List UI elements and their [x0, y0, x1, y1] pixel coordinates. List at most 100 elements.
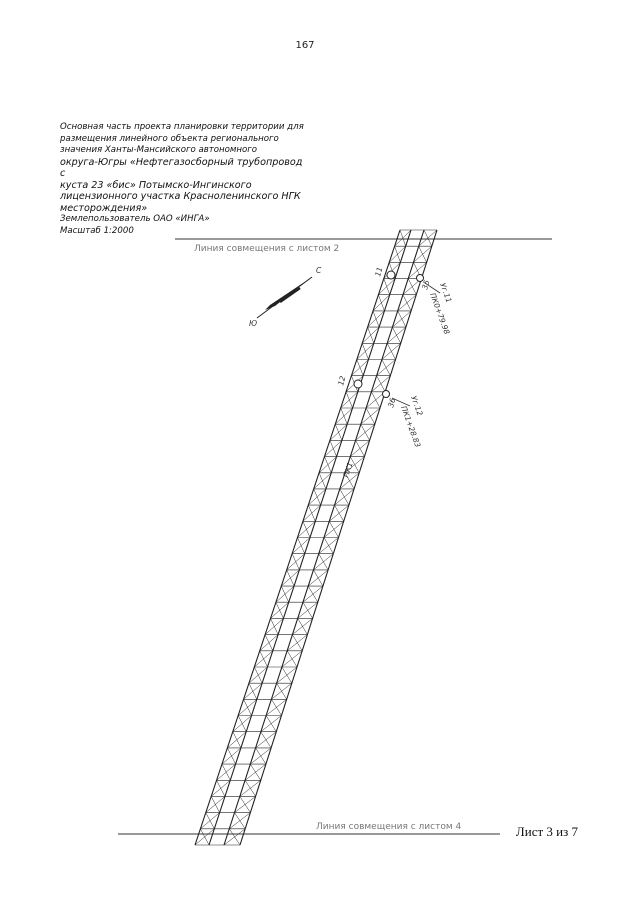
- corridor-diagonal-line: [351, 359, 369, 376]
- corridor-diagonal-line: [238, 699, 257, 716]
- corridor-diagonal-line: [281, 569, 300, 587]
- corridor-diagonal-line: [367, 310, 385, 328]
- corridor-diagonal-line: [302, 585, 324, 603]
- corridor-diagonal-line: [255, 731, 277, 749]
- corridor-diagonal-line: [297, 602, 318, 619]
- title-line: размещения линейного объекта регионально…: [60, 133, 279, 144]
- corridor-diagonal-line: [211, 780, 231, 797]
- corridor-diagonal-line: [408, 262, 427, 279]
- corridor-diagonal-line: [205, 796, 226, 813]
- pipeline-corridor: [194, 229, 438, 846]
- corridor-diagonal-line: [229, 812, 251, 829]
- corridor-diagonal-line: [250, 747, 272, 765]
- point-label-35: 35: [420, 279, 431, 291]
- corridor-diagonal-line: [223, 828, 246, 846]
- corridor-diagonal-line: [234, 796, 256, 813]
- corridor-diagonal-line: [254, 650, 273, 668]
- corridor-diagonal-line: [362, 326, 380, 344]
- title-line: значения Ханты-Мансийского автономного: [60, 145, 258, 155]
- corridor-diagonal-line: [389, 246, 406, 263]
- corridor-diagonal-line: [227, 731, 247, 749]
- title-line: месторождения»: [60, 202, 148, 214]
- corridor-diagonal-line: [302, 504, 321, 522]
- corridor-diagonal-line: [355, 424, 375, 441]
- corridor-diagonal-line: [281, 650, 303, 668]
- corridor-diagonal-line: [371, 375, 391, 392]
- corridor-diagonal-line: [248, 666, 268, 684]
- corridor-diagonal-line: [271, 683, 292, 700]
- corridor-diagonal-line: [313, 553, 334, 571]
- point-label-36: 36: [386, 397, 397, 409]
- point-marker-36: [382, 390, 390, 398]
- title-line: Основная часть проекта планировки террит…: [60, 122, 304, 132]
- corridor-diagonal-line: [340, 391, 358, 409]
- page-number: 167: [295, 40, 315, 51]
- corridor-diagonal-line: [260, 715, 282, 732]
- corridor-diagonal-line: [418, 229, 438, 247]
- scale-text: Масштаб 1:2000: [60, 225, 134, 236]
- corridor-diagonal-line: [397, 294, 417, 312]
- corridor-diagonal-line: [297, 521, 316, 538]
- corridor-diagonal-line: [275, 585, 295, 603]
- corridor-diagonal-line: [329, 504, 350, 522]
- corridor-diagonal-line: [239, 780, 261, 797]
- corridor-diagonal-line: [356, 343, 374, 360]
- corridor-diagonal-line: [334, 488, 355, 506]
- sheet-label: Лист 3 из 7: [515, 824, 578, 839]
- landuser-text: Землепользователь ОАО «ИНГА»: [60, 214, 210, 224]
- south-letter: Ю: [249, 319, 257, 328]
- corridor-diagonal-line: [387, 326, 407, 344]
- corridor-diagonal-line: [308, 488, 327, 506]
- corridor-diagonal-line: [381, 343, 401, 360]
- corridor-diagonal-line: [200, 812, 220, 829]
- corridor-diagonal-line: [259, 634, 279, 651]
- corridor-diagonal-line: [308, 569, 329, 587]
- corridor-diagonal-line: [335, 407, 353, 425]
- corridor-diagonal-line: [232, 715, 252, 732]
- point-marker-35: [416, 274, 424, 282]
- corridor-diagonal-line: [221, 747, 242, 765]
- corridor-diagonal-line: [339, 472, 360, 490]
- corridor-diagonal-line: [394, 229, 412, 247]
- corridor-diagonal-line: [313, 472, 332, 490]
- corridor-diagonal-line: [292, 618, 313, 635]
- corridor-diagonal-line: [265, 699, 287, 716]
- corridor-diagonal-line: [318, 537, 339, 554]
- corridor-diagonal-line: [329, 424, 348, 441]
- match-line-top-label: Линия совмещения с листом 2: [194, 244, 339, 254]
- corridor-diagonal-line: [287, 634, 308, 651]
- corridor-diagonal-line: [286, 553, 305, 571]
- pipeline-picket-label: ПК1: [341, 461, 354, 479]
- match-line-bottom-label: Линия совмещения с листом 4: [316, 822, 461, 832]
- corridor-diagonal-line: [276, 666, 298, 684]
- corridor-diagonal-line: [376, 359, 396, 376]
- title-line: лицензионного участка Красноленинского Н…: [60, 191, 301, 202]
- title-line: округа-Югры «Нефтегазосборный трубопрово…: [60, 156, 303, 180]
- corridor-diagonal-line: [324, 440, 343, 457]
- corridor-diagonal-line: [291, 537, 311, 554]
- title-line: куста 23 «бис» Потымско-Ингинского: [60, 179, 252, 191]
- corridor-diagonal-line: [216, 763, 236, 781]
- corridor-diagonal-line: [360, 407, 381, 425]
- corridor-diagonal-line: [365, 391, 386, 409]
- corridor-diagonal-line: [372, 294, 390, 312]
- point-label-11: 11: [373, 266, 384, 278]
- corridor-diagonal-line: [318, 456, 337, 473]
- corridor-diagonal-line: [383, 262, 401, 279]
- corridor-diagonal-line: [392, 310, 412, 328]
- corridor-diagonal-line: [350, 440, 370, 457]
- corridor-diagonal-line: [243, 683, 263, 700]
- corridor-diagonal-line: [344, 456, 365, 473]
- point-label-12: 12: [336, 375, 347, 387]
- north-arrow-icon: С Ю: [249, 266, 322, 328]
- corridor-diagonal-line: [264, 618, 284, 635]
- title-block: Основная часть проекта планировки террит…: [60, 122, 310, 237]
- north-letter: С: [316, 266, 322, 275]
- corridor-diagonal-line: [244, 763, 267, 781]
- point-marker-12: [353, 379, 363, 389]
- corridor-diagonal-line: [270, 602, 289, 619]
- point-marker-11: [386, 270, 396, 280]
- corridor-diagonal-line: [323, 521, 344, 538]
- corridor-diagonal-line: [194, 828, 215, 846]
